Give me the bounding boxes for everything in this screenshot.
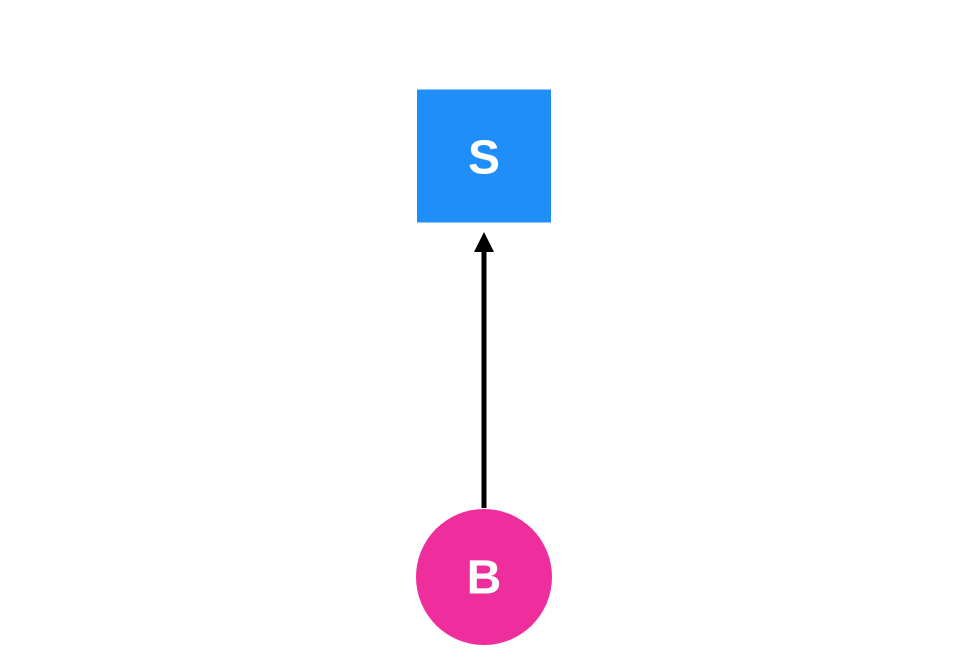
- node-s-label: S: [468, 132, 500, 185]
- node-b[interactable]: B: [416, 509, 552, 645]
- node-s-square: [417, 89, 551, 223]
- node-b-circle: [416, 509, 552, 645]
- edge-b-to-s[interactable]: [474, 232, 494, 508]
- node-s[interactable]: S: [417, 89, 551, 223]
- arrowhead-icon: [474, 232, 494, 252]
- node-b-label: B: [467, 552, 502, 605]
